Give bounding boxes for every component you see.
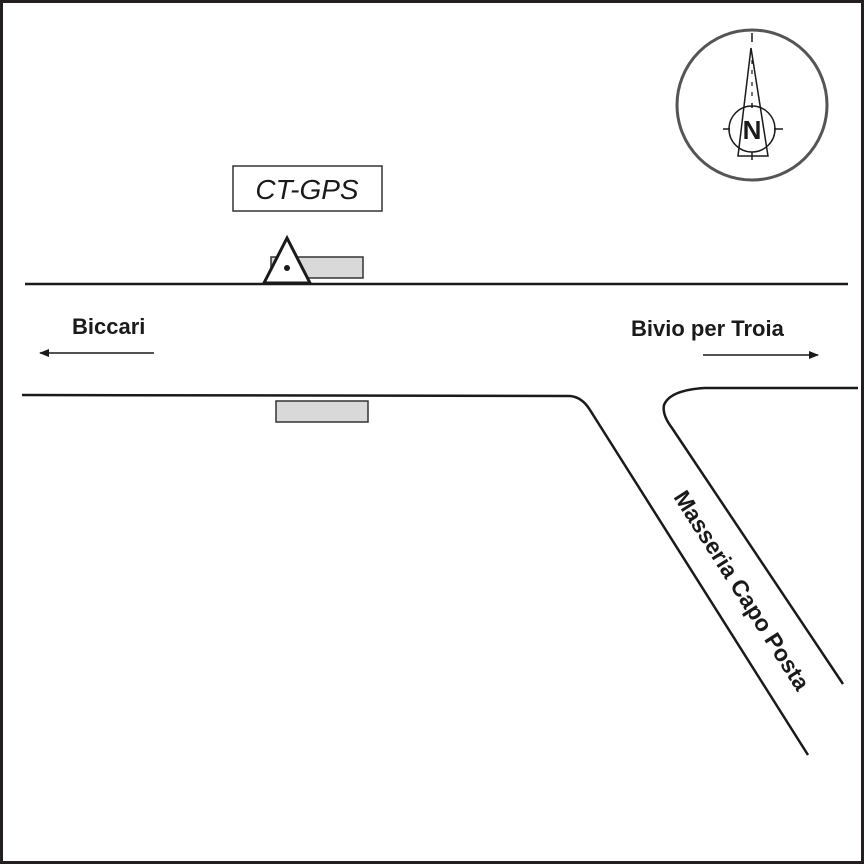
compass-icon: N (675, 28, 829, 182)
road-south-edge (21, 393, 810, 756)
direction-biccari: Biccari (39, 314, 154, 357)
north-needle (737, 47, 769, 157)
direction-label-biccari: Biccari (72, 314, 145, 339)
station-label-box (232, 165, 383, 212)
station-label: CT-GPS (255, 174, 359, 205)
direction-bivio-per-troia: Bivio per Troia (631, 316, 819, 359)
compass-ring (675, 28, 829, 182)
compass-north-label: N (743, 115, 762, 145)
side-road-east-edge (662, 386, 858, 685)
direction-label-bivio-per-troia: Bivio per Troia (631, 316, 785, 341)
building-south (275, 400, 369, 423)
